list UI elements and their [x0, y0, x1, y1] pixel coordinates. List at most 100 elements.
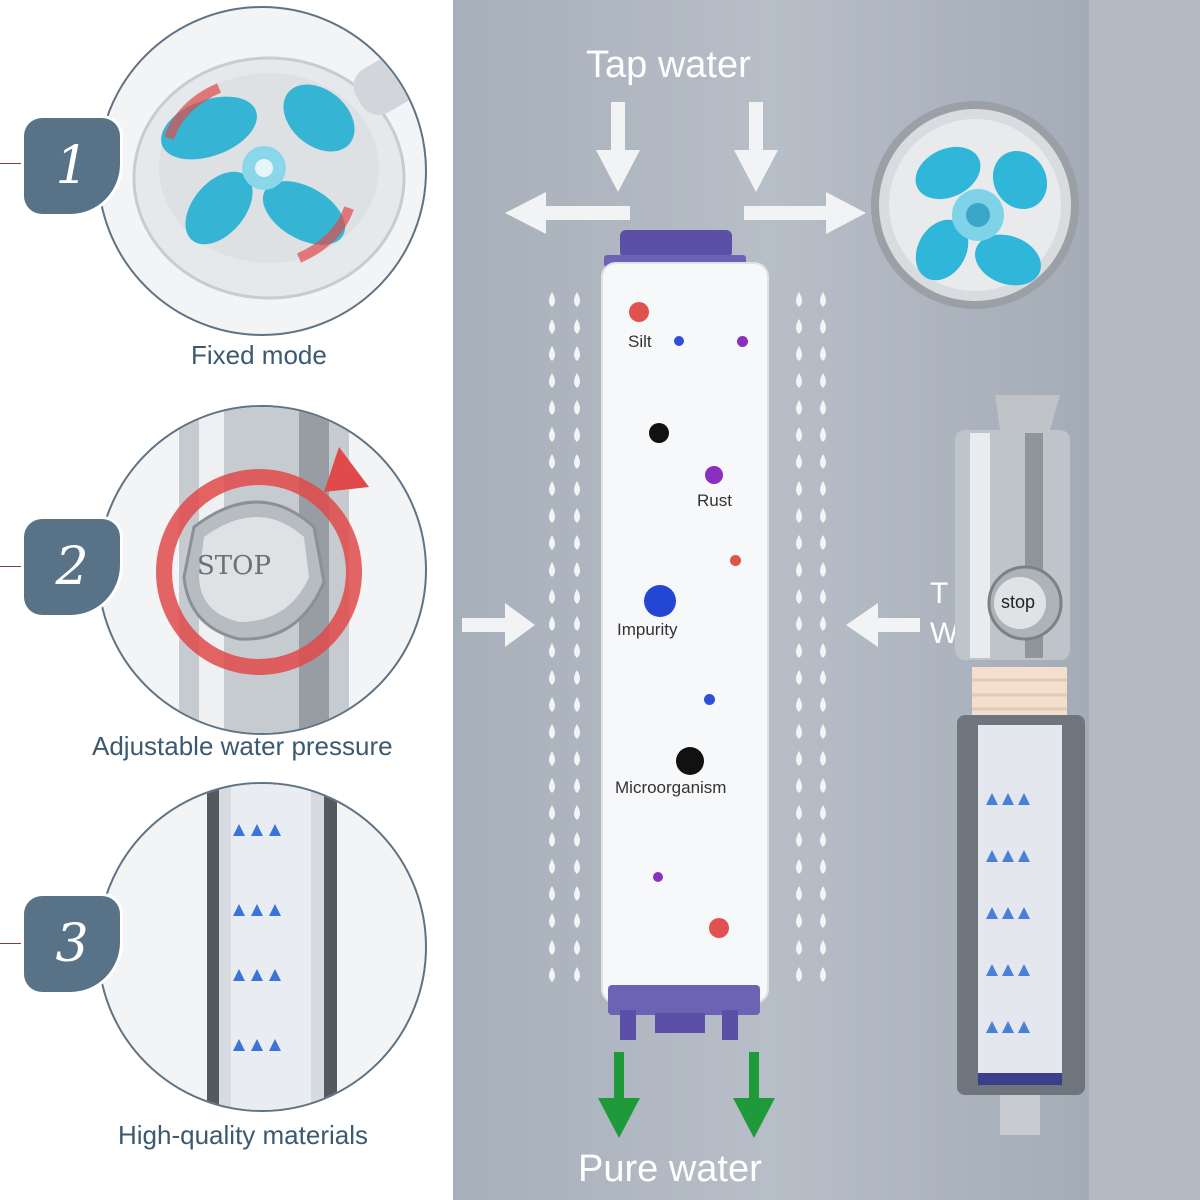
water-droplet-icon — [796, 346, 802, 361]
water-droplet-icon — [574, 292, 580, 307]
water-droplet-icon — [549, 292, 555, 307]
water-droplet-icon — [574, 751, 580, 766]
water-droplet-icon — [796, 670, 802, 685]
water-droplet-icon — [549, 724, 555, 739]
water-droplet-icon — [796, 724, 802, 739]
tap-water-label: Tap water — [586, 44, 751, 86]
pure-water-label: Pure water — [578, 1148, 762, 1190]
water-droplet-icon — [820, 805, 826, 820]
particle-dot — [737, 336, 748, 347]
impurity-label: Impurity — [617, 620, 678, 639]
down-arrow-icon — [596, 102, 640, 192]
impurity-dot — [644, 585, 676, 617]
right-panel-background — [1089, 0, 1200, 1200]
water-droplet-icon — [574, 346, 580, 361]
water-droplet-icon — [820, 373, 826, 388]
water-droplet-icon — [549, 373, 555, 388]
cartridge-bottom-cap — [608, 985, 760, 1015]
water-droplet-icon — [820, 292, 826, 307]
water-droplet-icon — [549, 319, 555, 334]
water-droplet-icon — [820, 670, 826, 685]
water-droplet-icon — [549, 967, 555, 982]
water-droplet-icon — [549, 535, 555, 550]
water-droplet-icon — [796, 913, 802, 928]
water-droplet-icon — [820, 832, 826, 847]
water-droplet-icon — [796, 589, 802, 604]
water-droplet-icon — [549, 751, 555, 766]
badge-line — [0, 163, 30, 164]
step-2-badge: 2 — [24, 519, 120, 615]
water-droplet-icon — [574, 805, 580, 820]
water-droplet-icon — [549, 832, 555, 847]
water-droplet-icon — [796, 967, 802, 982]
particle-dot — [674, 336, 684, 346]
water-droplet-icon — [574, 373, 580, 388]
water-droplet-icon — [574, 616, 580, 631]
fan-icon — [132, 51, 425, 300]
filter-tube-icon — [207, 784, 337, 1110]
water-droplet-icon — [820, 859, 826, 874]
water-droplet-icon — [574, 940, 580, 955]
water-droplet-icon — [574, 562, 580, 577]
water-droplet-icon — [549, 616, 555, 631]
water-droplet-icon — [574, 913, 580, 928]
microorganism-label: Microorganism — [615, 778, 727, 797]
water-droplet-icon — [549, 346, 555, 361]
right-arrow-icon — [744, 192, 866, 234]
step-3-detail-circle — [97, 782, 427, 1112]
water-droplet-icon — [574, 778, 580, 793]
water-droplet-icon — [820, 751, 826, 766]
water-droplet-icon — [796, 454, 802, 469]
water-droplet-icon — [820, 562, 826, 577]
water-droplet-icon — [574, 886, 580, 901]
particle-dot — [653, 872, 663, 882]
water-droplet-icon — [820, 643, 826, 658]
water-droplet-icon — [796, 778, 802, 793]
water-droplet-icon — [820, 913, 826, 928]
water-droplet-icon — [796, 832, 802, 847]
green-down-arrow-icon — [733, 1052, 775, 1138]
water-droplet-icon — [796, 886, 802, 901]
left-arrow-icon — [505, 192, 630, 234]
step-3-badge: 3 — [24, 896, 120, 992]
water-droplet-icon — [820, 319, 826, 334]
water-droplet-icon — [549, 508, 555, 523]
water-droplet-icon — [796, 319, 802, 334]
water-droplet-icon — [796, 373, 802, 388]
green-down-arrow-icon — [598, 1052, 640, 1138]
step-2-caption: Adjustable water pressure — [92, 731, 393, 761]
water-droplet-icon — [549, 427, 555, 442]
cartridge-top-cap — [620, 230, 732, 258]
right-arrow-icon — [462, 603, 535, 647]
water-droplet-icon — [796, 508, 802, 523]
water-droplet-icon — [549, 697, 555, 712]
water-droplet-icon — [574, 508, 580, 523]
water-droplet-icon — [574, 832, 580, 847]
water-droplet-icon — [574, 589, 580, 604]
up-arrows-icon — [986, 793, 1030, 1033]
particle-dot — [704, 694, 715, 705]
water-droplet-icon — [796, 292, 802, 307]
particle-dot — [649, 423, 669, 443]
rust-dot — [705, 466, 723, 484]
particle-dot — [709, 918, 729, 938]
water-droplet-icon — [574, 697, 580, 712]
water-droplet-icon — [574, 724, 580, 739]
water-droplet-icon — [796, 535, 802, 550]
water-droplet-icon — [820, 886, 826, 901]
water-droplet-icon — [796, 481, 802, 496]
water-droplet-icon — [549, 643, 555, 658]
water-droplet-icon — [796, 400, 802, 415]
step-3-caption: High-quality materials — [118, 1120, 368, 1150]
water-droplet-icon — [574, 454, 580, 469]
water-droplet-icon — [796, 940, 802, 955]
shower-head — [871, 101, 1085, 1135]
silt-dot — [629, 302, 649, 322]
water-droplet-icon — [549, 778, 555, 793]
water-droplet-icon — [820, 697, 826, 712]
left-arrow-icon — [846, 603, 920, 647]
water-droplet-icon — [549, 454, 555, 469]
water-droplet-icon — [549, 886, 555, 901]
